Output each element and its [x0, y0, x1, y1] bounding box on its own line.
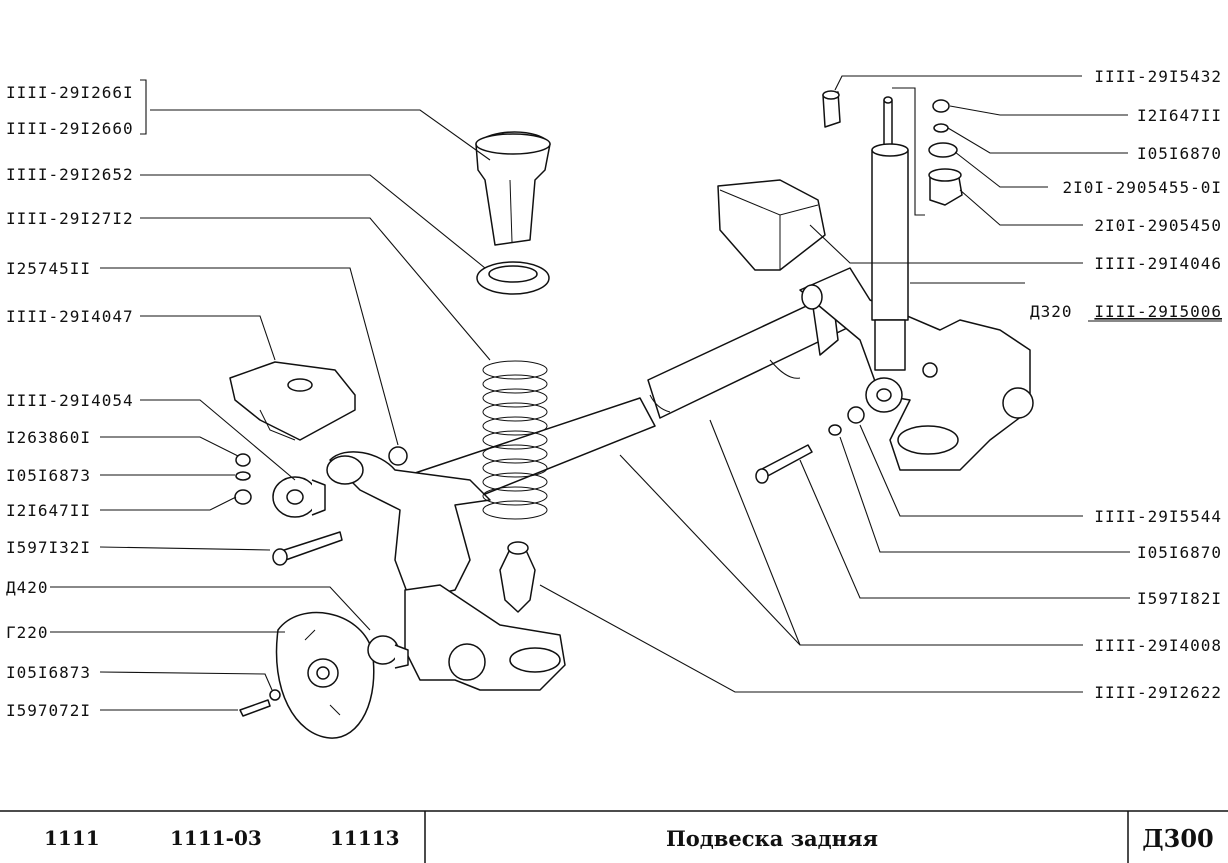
silent-block-left — [272, 476, 326, 518]
part-label: IIII-29I4047 — [6, 307, 134, 326]
sheet-number: Д300 — [1142, 824, 1213, 853]
model-2: 1111-03 — [170, 826, 262, 850]
model-3: 11113 — [330, 826, 400, 850]
part-label: I05I6870 — [1137, 543, 1222, 562]
coil-spring — [482, 360, 548, 520]
part-label: IIII-29I27I2 — [6, 209, 134, 228]
model-1: 1111 — [44, 826, 100, 850]
rear-beam-axle — [399, 287, 869, 501]
leader-lines — [50, 75, 1130, 711]
bolt-left — [272, 531, 343, 566]
body-bracket — [229, 361, 356, 441]
part-label: I597I32I — [6, 538, 91, 557]
right-trailing-arm — [799, 267, 1034, 471]
part-label: IIII-29I4008 — [1094, 636, 1222, 655]
washers-right — [828, 362, 938, 436]
part-label: IIII-29I4046 — [1094, 254, 1222, 273]
part-label: IIII-29I2660 — [6, 119, 134, 138]
part-label: Г220 — [6, 623, 49, 642]
part-label: I597I82I — [1137, 589, 1222, 608]
part-label: 2I0I-2905450 — [1094, 216, 1222, 235]
body-mount-bracket — [717, 179, 826, 271]
part-label: IIII-29I2652 — [6, 165, 134, 184]
part-label: I25745II — [6, 259, 91, 278]
title-block: 1111 1111-03 11113 Подвеска задняя Д300 — [0, 810, 1228, 863]
part-label: Д320 — [1030, 302, 1073, 321]
part-label: Д420 — [6, 578, 49, 597]
part-label: IIII-29I5432 — [1094, 67, 1222, 86]
part-label: IIII-29I4054 — [6, 391, 134, 410]
part-label: IIII-29I2622 — [1094, 683, 1222, 702]
shock-top-parts — [822, 90, 963, 206]
nuts-left — [234, 446, 408, 505]
bolt-right — [755, 444, 813, 484]
spring-cap — [475, 131, 551, 246]
part-label: I05I6870 — [1137, 144, 1222, 163]
brake-shield — [275, 611, 375, 739]
left-trailing-arm — [326, 451, 566, 691]
part-label: IIII-29I266I — [6, 83, 134, 102]
bump-stop — [499, 541, 536, 613]
drawing-title: Подвеска задняя — [666, 826, 878, 851]
part-label: IIII-29I5544 — [1094, 507, 1222, 526]
shield-bolt — [239, 689, 281, 717]
part-label: I263860I — [6, 428, 91, 447]
part-label: I2I647II — [1137, 106, 1222, 125]
labels-left: IIII-29I266I IIII-29I2660 IIII-29I2652 I… — [6, 83, 134, 720]
spring-insulator — [476, 261, 550, 295]
part-label: I2I647II — [6, 501, 91, 520]
part-label: 2I0I-2905455-0I — [1063, 178, 1223, 197]
shock-absorber — [865, 96, 909, 413]
part-label: IIII-29I5006 — [1094, 302, 1222, 321]
wheel-hub-axle — [367, 635, 409, 669]
labels-right: IIII-29I5432 I2I647II I05I6870 2I0I-2905… — [1030, 67, 1222, 702]
part-label: I05I6873 — [6, 466, 91, 485]
part-label: I597072I — [6, 701, 91, 720]
part-label: I05I6873 — [6, 663, 91, 682]
